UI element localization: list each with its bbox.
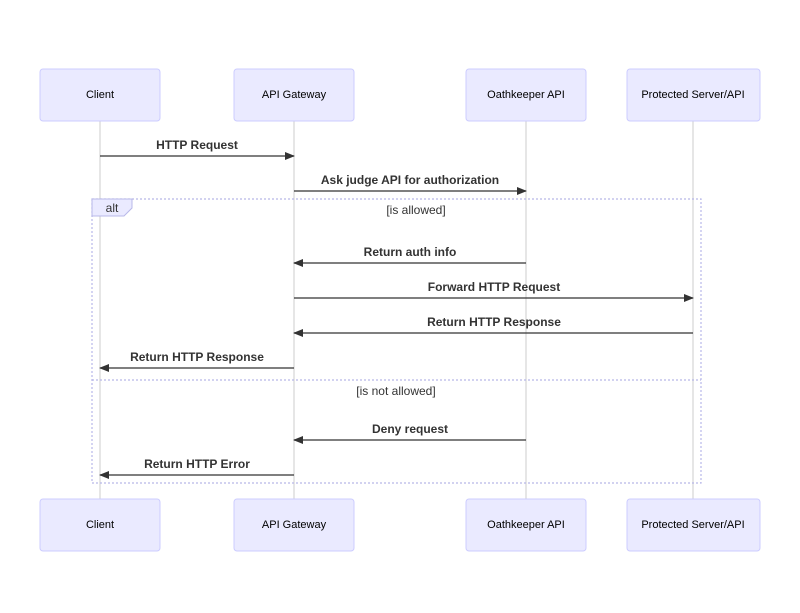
message-label: HTTP Request [156, 138, 238, 152]
actor-box [233, 498, 355, 552]
message-label: Return HTTP Response [130, 350, 264, 364]
actor-protected-server-top: Protected Server/API [626, 68, 761, 122]
message-label: Deny request [372, 422, 448, 436]
actor-box [39, 68, 161, 122]
alt-frame: alt [is allowed] [is not allowed] [91, 198, 702, 484]
messages: HTTP Request Ask judge API for authoriza… [99, 138, 694, 479]
actors-bottom: Client API Gateway Oathkeeper API Protec… [39, 498, 761, 552]
actor-box [465, 498, 587, 552]
actor-api-gateway-bottom: API Gateway [233, 498, 355, 552]
alt-condition-allowed: [is allowed] [386, 203, 445, 217]
actor-client-bottom: Client [39, 498, 161, 552]
actor-api-gateway-top: API Gateway [233, 68, 355, 122]
actor-label: Protected Server/API [641, 89, 744, 101]
actor-label: Protected Server/API [641, 519, 744, 531]
message-label: Return auth info [364, 245, 457, 259]
actor-oathkeeper-api-bottom: Oathkeeper API [465, 498, 587, 552]
message-label: Return HTTP Response [427, 315, 561, 329]
message-label: Ask judge API for authorization [321, 173, 499, 187]
actor-label: API Gateway [262, 519, 327, 531]
actor-label: API Gateway [262, 89, 327, 101]
actor-box [233, 68, 355, 122]
actor-client-top: Client [39, 68, 161, 122]
actor-oathkeeper-api-top: Oathkeeper API [465, 68, 587, 122]
actor-label: Client [86, 89, 114, 101]
actor-box [626, 498, 761, 552]
alt-frame-border [91, 198, 702, 484]
alt-condition-not-allowed: [is not allowed] [356, 384, 435, 398]
message-label: Return HTTP Error [144, 457, 250, 471]
actors-top: Client API Gateway Oathkeeper API Protec… [39, 68, 761, 122]
actor-label: Oathkeeper API [487, 89, 565, 101]
actor-label: Oathkeeper API [487, 519, 565, 531]
actor-protected-server-bottom: Protected Server/API [626, 498, 761, 552]
actor-box [465, 68, 587, 122]
actor-box [39, 498, 161, 552]
alt-frame-tab [91, 198, 133, 217]
actor-label: Client [86, 519, 114, 531]
alt-frame-label: alt [106, 201, 119, 215]
actor-box [626, 68, 761, 122]
message-label: Forward HTTP Request [428, 280, 560, 294]
